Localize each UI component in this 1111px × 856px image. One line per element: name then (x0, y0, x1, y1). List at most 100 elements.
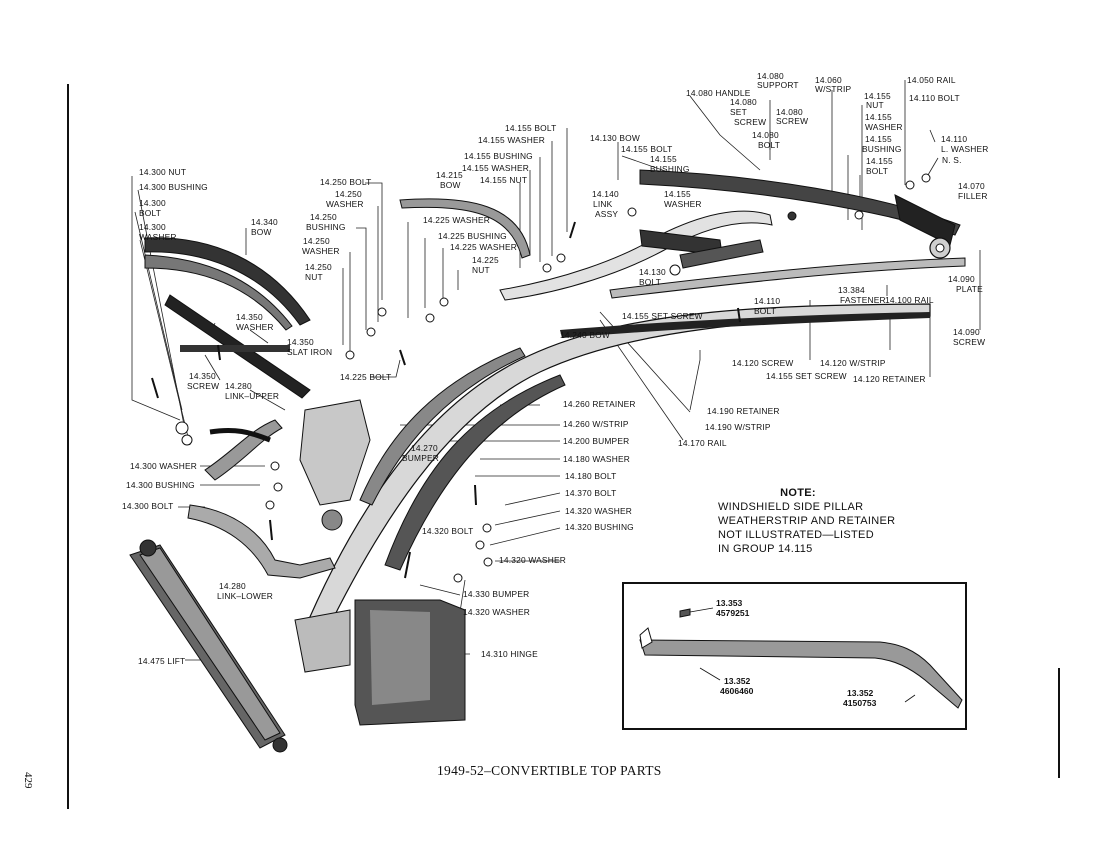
label-screw-14080-num: 14.080 (776, 107, 803, 117)
label-bolt-14110-b-num: 14.110 (754, 296, 781, 306)
label-bushing-14155-b-num: 14.155 (650, 154, 677, 164)
label-bushing-14300: 14.300 BUSHING (139, 182, 208, 192)
front-rail-14050 (639, 169, 961, 259)
label-bumper-14330: 14.330 BUMPER (463, 589, 530, 599)
label-link-14140-num: 14.140 (592, 189, 619, 199)
link-lower-14280 (187, 504, 336, 579)
label-bushing-14155-num: 14.155 (865, 134, 892, 144)
label-nut-14250-num: 14.250 (305, 262, 332, 272)
label-washer-14155-a: 14.155 WASHER (478, 135, 545, 145)
label-bolt-14155-r: BOLT (866, 166, 889, 176)
inset-box (622, 582, 967, 730)
label-bushing-14155-a: 14.155 BUSHING (464, 151, 533, 161)
label-rail-14050: 14.050 RAIL (907, 75, 956, 85)
label-nut-14155-a: 14.155 NUT (480, 175, 528, 185)
label-washer-14225-a: 14.225 WASHER (423, 215, 490, 225)
retainer-14120 (560, 312, 930, 338)
label-wstrip-14260: 14.260 W/STRIP (563, 419, 629, 429)
label-bolt-14180: 14.180 BOLT (565, 471, 617, 481)
label-screw-14350-num: 14.350 (189, 371, 216, 381)
label-ns: N. S. (942, 155, 962, 165)
label-nut-14225-num: 14.225 (472, 255, 499, 265)
label-bow-14215: BOW (440, 180, 461, 190)
bow-14215 (399, 198, 531, 259)
label-lift-14475: 14.475 LIFT (138, 656, 186, 666)
note-heading: NOTE: (780, 487, 816, 499)
label-filler-14070: FILLER (958, 191, 988, 201)
label-bolt-14300-num: 14.300 (139, 198, 166, 208)
label-nut-14225: NUT (472, 265, 490, 275)
side-rail-assembly (299, 303, 931, 646)
label-set-screw: SCREW (734, 117, 767, 127)
note-line-2: WEATHERSTRIP AND RETAINER (718, 515, 896, 527)
label-washer-14320-b: 14.320 WASHER (499, 555, 566, 565)
inset-part-13352-a-num: 13.352 (724, 676, 751, 686)
label-screw-14090-num: 14.090 (953, 327, 980, 337)
label-plate-14090-num: 14.090 (948, 274, 975, 284)
label-link-upper-num: 14.280 (225, 381, 252, 391)
base-plate (294, 609, 351, 673)
label-retainer-14190: 14.190 RETAINER (707, 406, 780, 416)
label-bushing-14300-b: 14.300 BUSHING (126, 480, 195, 490)
label-link-lower-num: 14.280 (219, 581, 246, 591)
label-washer-14250: WASHER (326, 199, 364, 209)
label-nut-14155: NUT (866, 100, 884, 110)
label-washer-14250-num: 14.250 (335, 189, 362, 199)
label-washer-14320-a: 14.320 WASHER (565, 506, 632, 516)
rail-14100 (609, 257, 966, 299)
label-washer-14250-b-num: 14.250 (303, 236, 330, 246)
label-bumper-14270: BUMPER (402, 453, 440, 463)
label-washer-14155: WASHER (865, 122, 903, 132)
inset-part-13353-num: 13.353 (716, 598, 743, 608)
label-wstrip-14120: 14.120 W/STRIP (820, 358, 886, 368)
label-support: SUPPORT (757, 80, 799, 90)
note-line-1: WINDSHIELD SIDE PILLAR (718, 501, 864, 513)
label-retainer-14260: 14.260 RETAINER (563, 399, 636, 409)
label-washer-14350-num: 14.350 (236, 312, 263, 322)
bow-14130 (499, 210, 797, 301)
page-number: 429 (22, 772, 34, 789)
lift-cylinder-14475 (129, 539, 288, 753)
bolt-pieces (151, 221, 741, 579)
label-bumper-14270-num: 14.270 (411, 443, 438, 453)
label-slat-iron-14350-num: 14.350 (287, 337, 314, 347)
inset-part-13352-b-code: 4150753 (843, 698, 877, 708)
label-bolt-14300-b: 14.300 BOLT (122, 501, 174, 511)
label-washer-14180: 14.180 WASHER (563, 454, 630, 464)
label-wstrip-14060: W/STRIP (815, 84, 852, 94)
label-bushing-14250-num: 14.250 (310, 212, 337, 222)
label-lwasher-14110-num: 14.110 (941, 134, 968, 144)
note-line-3: NOT ILLUSTRATED—LISTED (718, 529, 874, 541)
label-bolt-14225: 14.225 BOLT (340, 372, 392, 382)
inset-part-13352-b-num: 13.352 (847, 688, 874, 698)
label-rail-14170: 14.170 RAIL (678, 438, 727, 448)
label-washer-14300: WASHER (139, 232, 177, 242)
label-slat-iron-14350: SLAT IRON (287, 347, 333, 357)
label-set-screw-num: 14.080 (730, 97, 757, 107)
label-setscrew-14155-a: 14.155 SET SCREW (622, 311, 703, 321)
label-washer-14350: WASHER (236, 322, 274, 332)
label-bushing-14250: BUSHING (306, 222, 346, 232)
label-bolt-14130-num: 14.130 (639, 267, 666, 277)
label-bolt-14155-a: 14.155 BOLT (505, 123, 557, 133)
pivot-plate (299, 399, 371, 506)
page-caption: 1949-52–CONVERTIBLE TOP PARTS (437, 763, 662, 778)
label-bushing-14155-b: BUSHING (650, 164, 690, 174)
label-bolt-14155-b: 14.155 BOLT (621, 144, 673, 154)
label-fastener-13384-num: 13.384 (838, 285, 865, 295)
label-retainer-14120: 14.120 RETAINER (853, 374, 926, 384)
label-fastener-13384: FASTENER (840, 295, 886, 305)
windshield-pillar-note: NOTE: WINDSHIELD SIDE PILLAR WEATHERSTRI… (718, 486, 895, 556)
label-washer-14155-c: WASHER (664, 199, 702, 209)
label-bushing-14320: 14.320 BUSHING (565, 522, 634, 532)
label-nut-14155-num: 14.155 (864, 91, 891, 101)
label-bolt-14250: 14.250 BOLT (320, 177, 372, 187)
label-washer-14155-c-num: 14.155 (664, 189, 691, 199)
label-wstrip-14060-num: 14.060 (815, 75, 842, 85)
label-screw-14090: SCREW (953, 337, 986, 347)
label-washer-14320-c: 14.320 WASHER (463, 607, 530, 617)
label-bumper-14200: 14.200 BUMPER (563, 436, 630, 446)
right-margin-rule (1058, 668, 1060, 778)
